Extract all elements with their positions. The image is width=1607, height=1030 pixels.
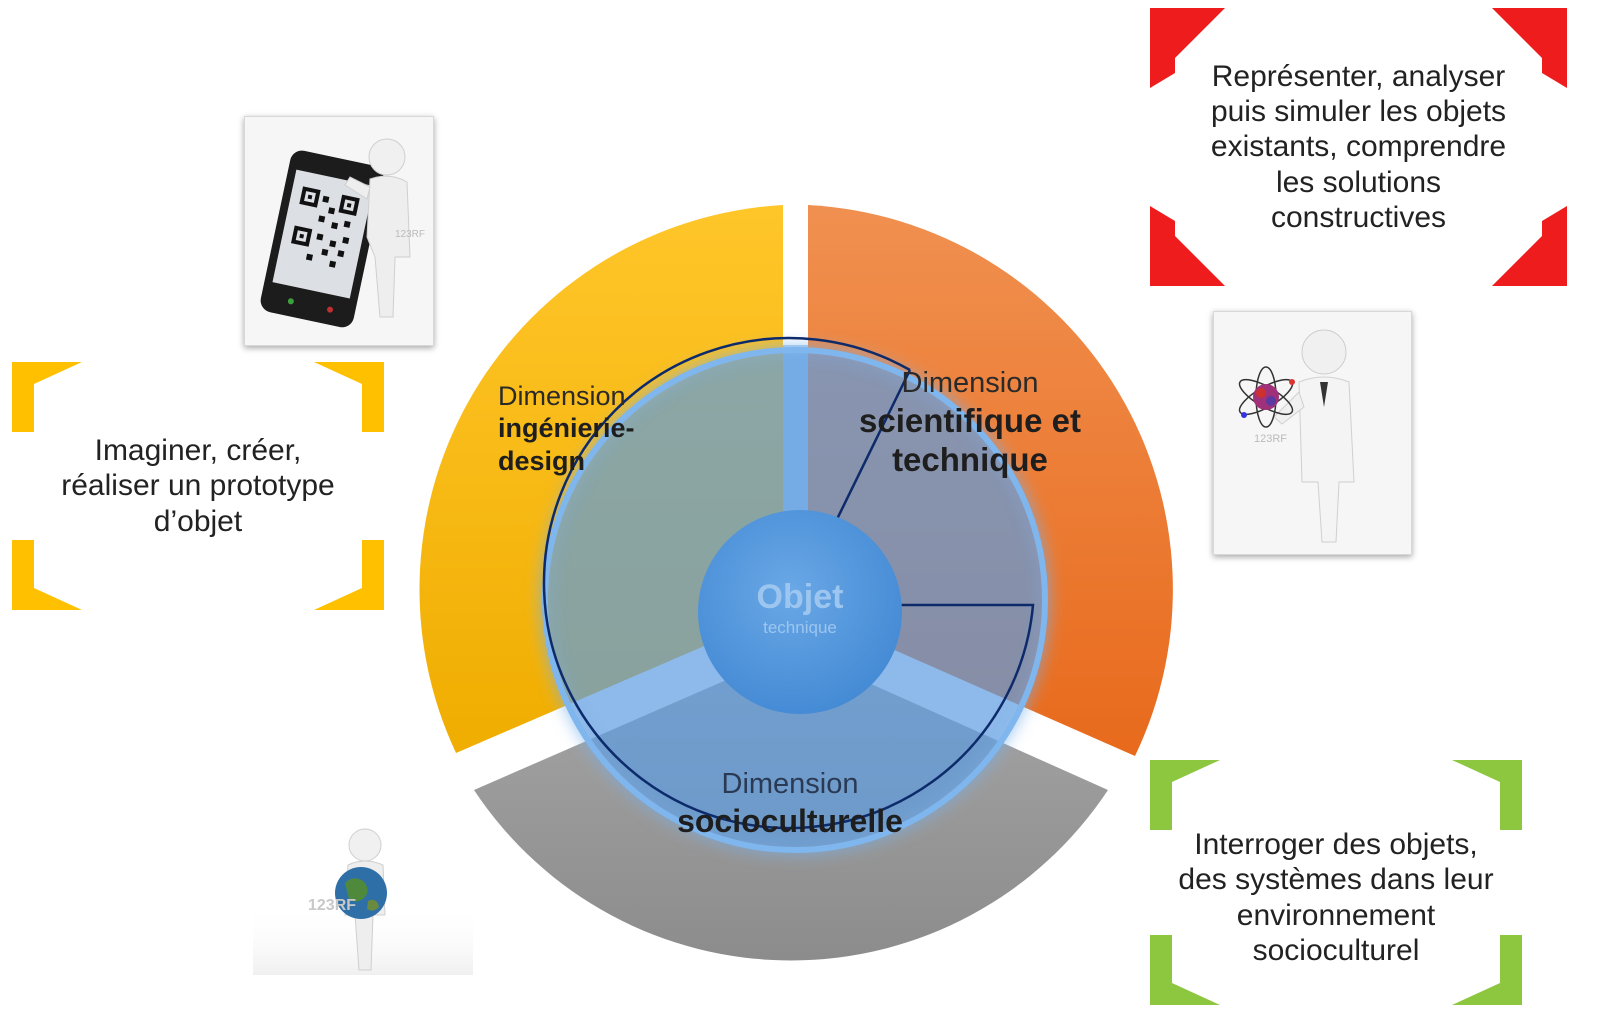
photo-scientist: 123RF: [1213, 311, 1412, 555]
label-sociocultural: Dimension socioculturelle: [640, 767, 940, 840]
photo-qr-phone: 123RF: [244, 116, 434, 346]
box-engineering: Imaginer, créer, réaliser un prototype d…: [12, 362, 384, 610]
label-engineering-line1: Dimension: [498, 381, 626, 411]
center-title: Objet: [756, 578, 844, 616]
label-scientific-bold: scientifique et technique: [859, 401, 1081, 479]
outline-shape: [542, 336, 1035, 830]
label-sociocultural-line1: Dimension: [721, 768, 859, 800]
label-engineering: Dimension ingénierie-design: [498, 380, 698, 477]
center-subtitle: technique: [763, 618, 837, 637]
center-circle: [698, 510, 902, 714]
yellow-bracket-frame: [12, 362, 384, 610]
box-scientific: Représenter, analyser puis simuler les o…: [1150, 8, 1567, 286]
scientist-atom-figure-icon: 123RF: [1238, 329, 1355, 543]
box-engineering-text: Imaginer, créer, réaliser un prototype d…: [61, 433, 335, 538]
green-bracket-frame: [1150, 760, 1522, 1005]
box-sociocultural: Interroger des objets, des systèmes dans…: [1150, 760, 1522, 1005]
photo-globe-figure: 123RF: [253, 805, 473, 975]
box-scientific-text: Représenter, analyser puis simuler les o…: [1210, 59, 1507, 235]
svg-text:123RF: 123RF: [1254, 433, 1287, 445]
label-scientific-line1: Dimension: [901, 367, 1039, 399]
label-engineering-bold: ingénierie-design: [498, 413, 635, 476]
watermark-text: 123RF: [308, 897, 356, 914]
svg-text:123RF: 123RF: [395, 229, 425, 240]
center-label: Objet technique: [700, 580, 900, 638]
box-sociocultural-text: Interroger des objets, des systèmes dans…: [1178, 827, 1494, 967]
figure-holding-globe-icon: 123RF: [253, 828, 473, 975]
label-sociocultural-bold: socioculturelle: [677, 802, 903, 839]
red-bracket-frame: [1150, 8, 1567, 286]
label-scientific: Dimension scientifique et technique: [840, 366, 1100, 480]
qr-phone-figure-icon: 123RF: [260, 138, 425, 328]
